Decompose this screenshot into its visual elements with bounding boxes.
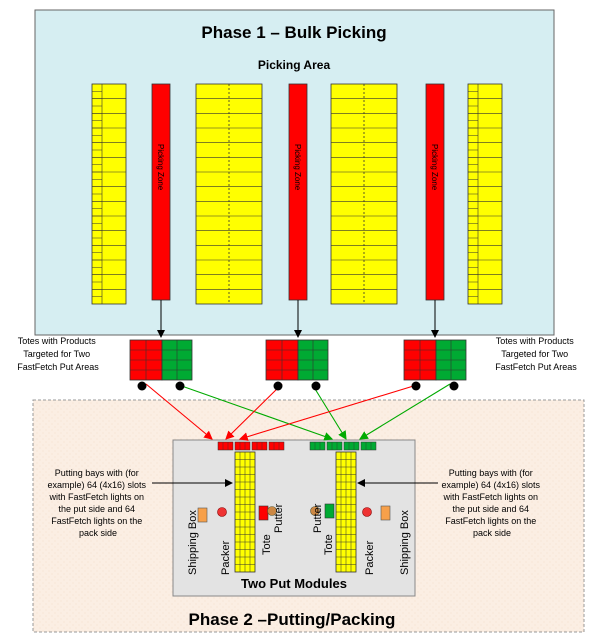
tote-carts [129, 339, 467, 391]
cart-wheel [449, 381, 459, 391]
put-module-contents [197, 441, 391, 573]
left-bay-note: Putting bays with (for example) 64 (4x16… [47, 468, 148, 538]
put-modules-label: Two Put Modules [241, 576, 347, 591]
cart-wheel [175, 381, 185, 391]
shelf-rack [91, 83, 127, 305]
green-tote-row [309, 441, 377, 451]
shelf-rack [330, 83, 398, 305]
picking-zone-label: Picking Zone [156, 144, 165, 191]
right-tote-label: Tote [323, 534, 335, 555]
right-shipping-box-label: Shipping Box [399, 510, 411, 575]
tote-cart-3 [403, 339, 467, 391]
picking-zone-label: Picking Zone [430, 144, 439, 191]
put-module-box [172, 439, 416, 597]
red-flow-arrow [145, 383, 213, 440]
left-putter-marker [267, 506, 277, 516]
left-shipping-box [197, 507, 208, 523]
right-work-tote [324, 503, 335, 519]
picking-zone-group: Picking Zone Picking Zone Picking Zone [151, 83, 445, 338]
green-flow-arrow [359, 383, 451, 440]
left-putting-bay [234, 451, 256, 573]
shelf-rack [467, 83, 503, 305]
right-putter-marker [310, 506, 320, 516]
right-bay-note: Putting bays with (for example) 64 (4x16… [441, 468, 542, 538]
right-packer-label: Packer [364, 540, 376, 575]
left-totes-label: Totes with Products Targeted for Two Fas… [17, 336, 99, 372]
cart-wheel [137, 381, 147, 391]
phase1-title: Phase 1 – Bulk Picking [201, 23, 386, 42]
right-packer-marker [362, 507, 372, 517]
cart-wheel [273, 381, 283, 391]
picking-zone-label: Picking Zone [293, 144, 302, 191]
red-tote-row [217, 441, 285, 451]
right-totes-label: Totes with Products Targeted for Two Fas… [495, 336, 577, 372]
left-packer-marker [217, 507, 227, 517]
red-flow-arrow [238, 383, 421, 441]
tote-cart-1 [129, 339, 193, 391]
picking-zone-1: Picking Zone [151, 83, 171, 338]
cart-wheel [411, 381, 421, 391]
red-flow-arrow [225, 383, 283, 440]
right-putting-bay [335, 451, 357, 573]
right-putter-label: Putter [312, 503, 324, 533]
cart-wheel [311, 381, 321, 391]
flow-arrows [145, 383, 451, 441]
shelf-rack [195, 83, 263, 305]
tote-cart-2 [265, 339, 329, 391]
picking-area-label: Picking Area [258, 58, 331, 72]
left-tote-label: Tote [261, 534, 273, 555]
phase2-title: Phase 2 –Putting/Packing [189, 610, 396, 629]
picking-zone-3: Picking Zone [425, 83, 445, 338]
left-putter-label: Putter [273, 503, 285, 533]
rack-group [91, 83, 503, 305]
left-work-tote [258, 505, 269, 521]
right-shipping-box [380, 505, 391, 521]
left-packer-label: Packer [220, 540, 232, 575]
picking-zone-2: Picking Zone [288, 83, 308, 338]
left-shipping-box-label: Shipping Box [187, 510, 199, 575]
